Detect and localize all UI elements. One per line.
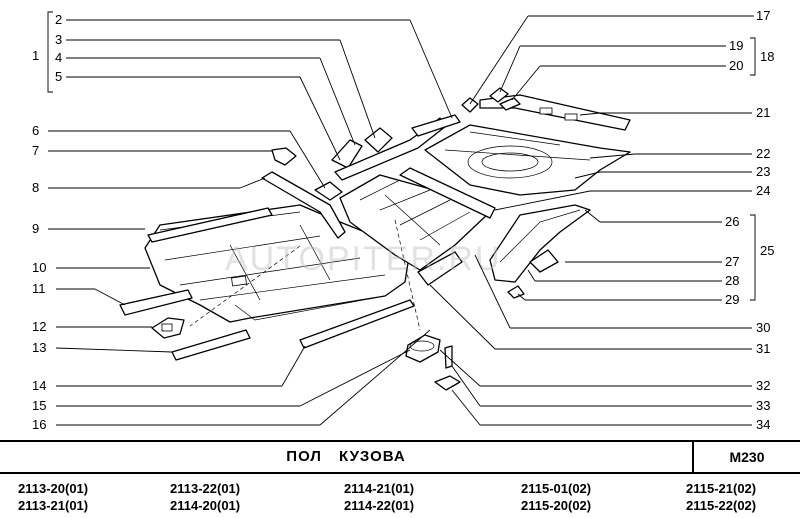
rear-panel-21	[479, 94, 631, 131]
model-code: 2115-20(02)	[521, 498, 592, 513]
panel-2	[411, 114, 461, 137]
callout-33: 33	[756, 398, 770, 413]
callout-31: 31	[756, 341, 770, 356]
callout-26: 26	[725, 214, 739, 229]
leader-lines	[47, 11, 756, 426]
callout-34: 34	[756, 417, 770, 432]
callout-9: 9	[32, 221, 39, 236]
panel-5	[331, 139, 363, 169]
member-30	[417, 251, 463, 286]
washer-34	[434, 375, 461, 391]
model-code: 2115-22(02)	[686, 498, 757, 513]
model-code: 2114-21(01)	[344, 481, 415, 496]
callout-24: 24	[756, 183, 770, 198]
bracket-7	[271, 147, 297, 166]
callout-20: 20	[729, 58, 743, 73]
callout-25: 25	[760, 243, 774, 258]
model-column-3: 2114-21(01) 2114-22(01)	[344, 480, 464, 514]
model-code: 2115-01(02)	[521, 481, 592, 496]
callout-15: 15	[32, 398, 46, 413]
callout-1: 1	[32, 48, 39, 63]
model-code: 2115-21(02)	[686, 481, 757, 496]
model-code: 2113-21(01)	[18, 498, 89, 513]
bracket-6	[314, 181, 343, 201]
callout-7: 7	[32, 143, 39, 158]
rear-side-member	[489, 204, 591, 283]
callout-27: 27	[725, 254, 739, 269]
callout-12: 12	[32, 319, 46, 334]
callout-30: 30	[756, 320, 770, 335]
callout-29: 29	[725, 292, 739, 307]
model-column-4: 2115-01(02) 2115-20(02)	[521, 480, 641, 514]
model-column-2: 2113-22(01) 2114-20(01)	[170, 480, 290, 514]
callout-2: 2	[55, 12, 62, 27]
bracket-27	[529, 249, 559, 273]
callout-32: 32	[756, 378, 770, 393]
front-floor-pan	[144, 204, 411, 323]
panel-4	[364, 127, 393, 153]
callout-5: 5	[55, 69, 62, 84]
bracket-29	[507, 285, 525, 299]
rear-bracket-17	[461, 97, 479, 113]
model-list: 2113-20(01) 2113-21(01) 2113-22(01) 2114…	[0, 480, 800, 518]
callout-numbers: 1 2 3 4 5 6 7 8 9 10 11 12 13 14 15 16 1…	[32, 8, 774, 432]
callout-23: 23	[756, 164, 770, 179]
front-reinforcement-9	[147, 207, 273, 243]
callout-13: 13	[32, 340, 46, 355]
callout-18: 18	[760, 49, 774, 64]
cross-member-8	[261, 171, 346, 239]
callout-21: 21	[756, 105, 770, 120]
callout-14: 14	[32, 378, 46, 393]
diagram-code: М230	[692, 442, 800, 472]
callout-22: 22	[756, 146, 770, 161]
rear-floor-pan	[424, 124, 631, 196]
rear-bracket-20	[499, 97, 521, 111]
member-14	[299, 299, 415, 349]
model-code: 2114-20(01)	[170, 498, 241, 513]
left-member-11	[119, 289, 193, 316]
callout-16: 16	[32, 417, 46, 432]
callout-11: 11	[32, 281, 46, 296]
model-code: 2113-20(01)	[18, 481, 89, 496]
model-code: 2114-22(01)	[344, 498, 415, 513]
left-member-13	[171, 329, 251, 361]
floor-assembly-drawing	[119, 87, 631, 391]
callout-10: 10	[32, 260, 46, 275]
callout-28: 28	[725, 273, 739, 288]
watermark: AUTOPITER.RU	[225, 240, 502, 278]
rear-bracket-19	[489, 87, 509, 103]
diagram-title: ПОЛ КУЗОВА	[286, 448, 406, 465]
model-column-5: 2115-21(02) 2115-22(02)	[686, 480, 800, 514]
model-code: 2113-22(01)	[170, 481, 241, 496]
callout-6: 6	[32, 123, 39, 138]
callout-4: 4	[55, 50, 62, 65]
model-column-1: 2113-20(01) 2113-21(01)	[18, 480, 138, 514]
callout-3: 3	[55, 32, 62, 47]
title-block: ПОЛ КУЗОВА М230	[0, 440, 800, 474]
callout-8: 8	[32, 180, 39, 195]
callout-17: 17	[756, 8, 770, 23]
rear-sill-24	[399, 167, 496, 219]
bolt-33	[444, 345, 453, 369]
callout-19: 19	[729, 38, 743, 53]
